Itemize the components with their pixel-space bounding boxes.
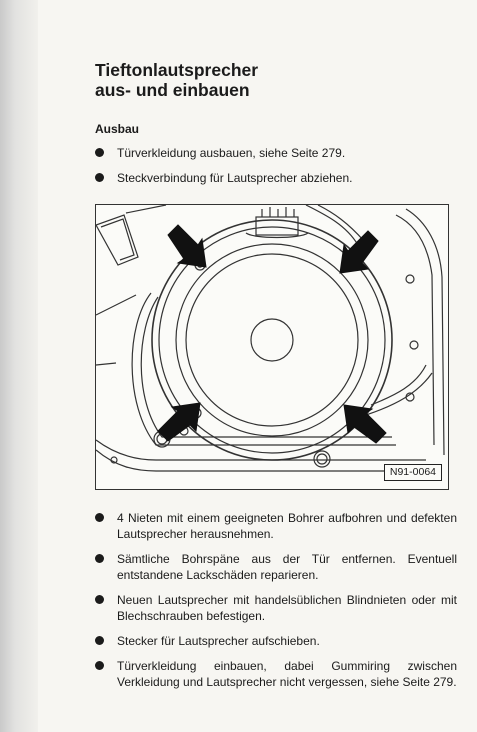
title-line-1: Tieftonlautsprecher <box>95 60 259 80</box>
speaker-drawing <box>96 205 445 472</box>
removal-steps-list: Türverkleidung ausbauen, siehe Seite 279… <box>95 145 457 195</box>
list-item: Türverkleidung einbauen, dabei Gummiring… <box>95 658 457 690</box>
title-line-2: aus- und einbauen <box>95 80 250 100</box>
step-text: 4 Nieten mit einem geeigneten Bohrer auf… <box>117 511 457 541</box>
list-item: Türverkleidung ausbauen, siehe Seite 279… <box>95 145 457 161</box>
step-text: Türverkleidung ausbauen, siehe Seite 279… <box>117 146 346 160</box>
step-text: Neuen Lautsprecher mit handelsüblichen B… <box>117 593 457 623</box>
list-item: Stecker für Lautsprecher aufschieben. <box>95 633 457 649</box>
bullet-icon <box>95 554 104 563</box>
list-item: Steckverbindung für Lautsprecher abziehe… <box>95 170 457 186</box>
speaker-illustration: N91-0064 <box>95 204 449 490</box>
bullet-icon <box>95 595 104 604</box>
installation-steps-list: 4 Nieten mit einem geeigneten Bohrer auf… <box>95 510 457 699</box>
page-title: Tieftonlautsprecher aus- und einbauen <box>95 60 258 100</box>
figure-reference-label: N91-0064 <box>383 464 442 481</box>
bullet-icon <box>95 513 104 522</box>
bullet-icon <box>95 148 104 157</box>
bullet-icon <box>95 173 104 182</box>
step-text: Steckverbindung für Lautsprecher abziehe… <box>117 171 353 185</box>
step-text: Stecker für Lautsprecher aufschieben. <box>117 634 320 648</box>
list-item: Neuen Lautsprecher mit handelsüblichen B… <box>95 592 457 624</box>
bullet-icon <box>95 661 104 670</box>
list-item: 4 Nieten mit einem geeigneten Bohrer auf… <box>95 510 457 542</box>
page-binding-shadow <box>0 0 38 732</box>
step-text: Sämtliche Bohrspäne aus der Tür entferne… <box>117 552 457 582</box>
bullet-icon <box>95 636 104 645</box>
section-heading: Ausbau <box>95 122 140 136</box>
list-item: Sämtliche Bohrspäne aus der Tür entferne… <box>95 551 457 583</box>
step-text: Türverkleidung einbauen, dabei Gummiring… <box>117 659 457 689</box>
